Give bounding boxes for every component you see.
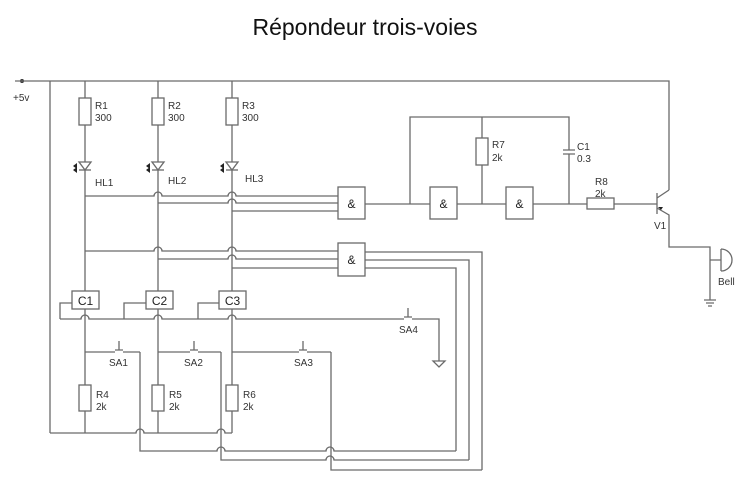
gate-2-symbol: & xyxy=(439,197,447,211)
gate-input-wires xyxy=(85,191,338,269)
and-gate-3 xyxy=(505,186,534,220)
led-hl3-icon xyxy=(220,161,240,173)
switch-sa2[interactable]: SA2 xyxy=(158,341,221,369)
transistor-v1-icon: V1 xyxy=(654,189,711,300)
c3-label: C3 xyxy=(225,294,241,308)
flipflop-c2 xyxy=(145,290,174,310)
resistor-r3 xyxy=(225,97,239,126)
and-gate-reset: & xyxy=(337,242,366,277)
capacitor-c1-icon xyxy=(563,149,575,155)
r3-value: 300 xyxy=(242,113,259,124)
and-gate-1: & xyxy=(337,186,366,220)
resistor-r2 xyxy=(151,97,165,126)
branch-1: R1 300 HL1 C1 R4 2k xyxy=(71,81,114,433)
resistor-r5 xyxy=(151,384,165,412)
r4-value: 2k xyxy=(96,402,108,413)
cap-ref: C1 xyxy=(577,142,590,153)
resistor-r6 xyxy=(225,384,239,412)
hl3-label: HL3 xyxy=(245,174,264,185)
gate-reset-symbol: & xyxy=(347,253,355,267)
bell-label: Bell xyxy=(718,277,735,288)
gate-3-symbol: & xyxy=(515,197,523,211)
ground-icon xyxy=(431,360,447,368)
r8-ref: R8 xyxy=(595,177,608,188)
sa1-label: SA1 xyxy=(109,358,128,369)
switch-sa1[interactable]: SA1 xyxy=(85,341,140,369)
resistor-r7 xyxy=(475,137,489,166)
r6-ref: R6 xyxy=(243,390,256,401)
r8-value: 2k xyxy=(595,189,607,200)
flipflop-c3 xyxy=(218,290,247,310)
r1-ref: R1 xyxy=(95,101,108,112)
r4-ref: R4 xyxy=(96,390,109,401)
oscillator: R7 2k C1 0.3 & & R8 2k xyxy=(365,116,657,220)
reset-wires xyxy=(50,251,483,471)
sa3-label: SA3 xyxy=(294,358,313,369)
r5-value: 2k xyxy=(169,402,181,413)
switch-sa3[interactable]: SA3 xyxy=(232,341,331,369)
hl1-label: HL1 xyxy=(95,178,114,189)
supply-label: +5v xyxy=(13,93,29,104)
supply-rail: +5v xyxy=(13,79,670,433)
v1-label: V1 xyxy=(654,221,667,232)
r3-ref: R3 xyxy=(242,101,255,112)
resistor-r8 xyxy=(586,197,615,210)
sa4-label: SA4 xyxy=(399,325,418,336)
sa4-line xyxy=(59,302,447,368)
gate-1-symbol: & xyxy=(347,197,355,211)
branch-3: R3 300 HL3 C3 R6 2k xyxy=(218,81,264,433)
led-hl1-icon xyxy=(73,161,93,173)
switch-sa4[interactable]: SA4 xyxy=(399,308,418,336)
r1-value: 300 xyxy=(95,113,112,124)
hl2-label: HL2 xyxy=(168,176,187,187)
resistor-r1 xyxy=(78,97,92,126)
r2-ref: R2 xyxy=(168,101,181,112)
r6-value: 2k xyxy=(243,402,255,413)
branch-2: R2 300 HL2 C2 R5 2k xyxy=(145,81,187,433)
r7-value: 2k xyxy=(492,153,504,164)
r2-value: 300 xyxy=(168,113,185,124)
cap-value: 0.3 xyxy=(577,154,591,165)
diagram-title: Répondeur trois-voies xyxy=(252,14,477,40)
flipflop-c1 xyxy=(71,290,100,310)
r5-ref: R5 xyxy=(169,390,182,401)
bell-icon: Bell xyxy=(704,248,735,307)
c2-label: C2 xyxy=(152,294,168,308)
resistor-r4 xyxy=(78,384,92,412)
c1-label: C1 xyxy=(78,294,94,308)
and-gate-2 xyxy=(429,186,458,220)
sa2-label: SA2 xyxy=(184,358,203,369)
r7-ref: R7 xyxy=(492,140,505,151)
led-hl2-icon xyxy=(146,161,166,173)
